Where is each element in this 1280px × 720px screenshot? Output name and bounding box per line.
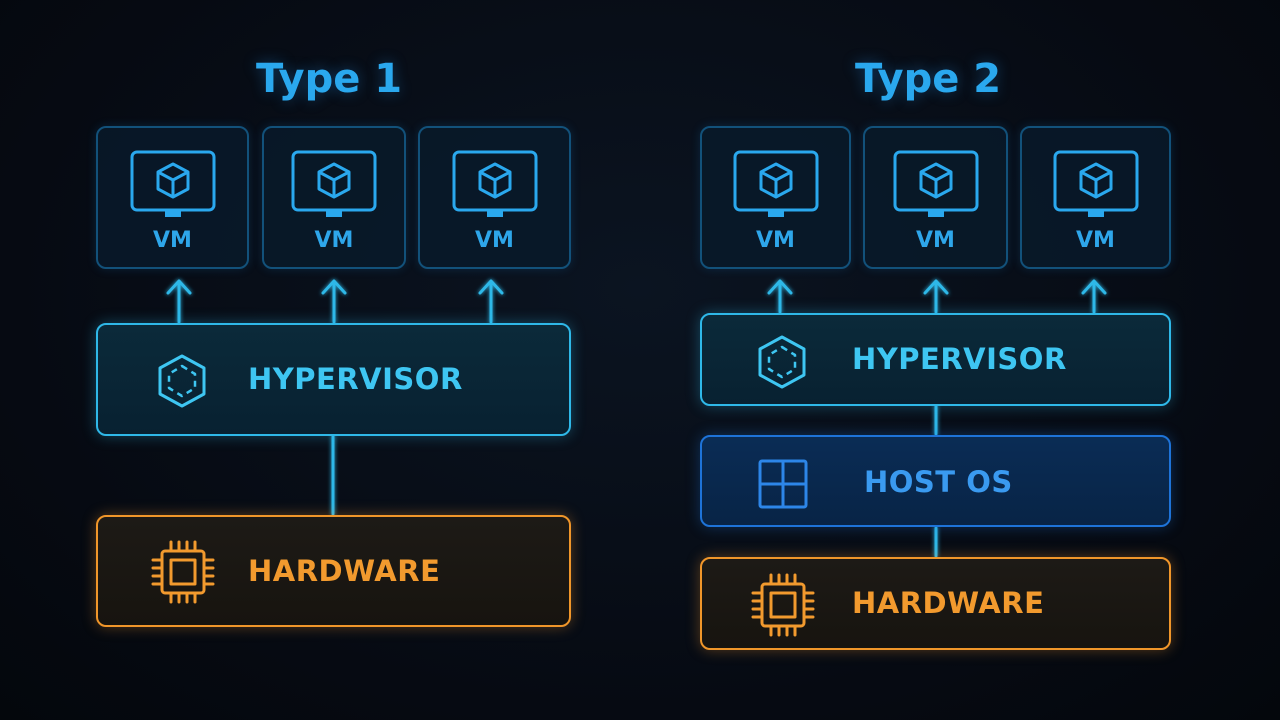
arrow-type1-vm1	[166, 279, 192, 324]
arrow-type2-vm1	[767, 279, 793, 314]
type1-vm-1: VM	[96, 126, 249, 269]
vm-label: VM	[153, 228, 192, 253]
monitor-cube-icon	[291, 150, 377, 224]
type1-title: Type 1	[256, 56, 403, 102]
hexagon-icon	[156, 353, 208, 413]
vm-label: VM	[756, 228, 795, 253]
type1-vm-3: VM	[418, 126, 571, 269]
monitor-cube-icon	[733, 150, 819, 224]
type2-vm-2: VM	[863, 126, 1008, 269]
vm-label: VM	[314, 228, 354, 253]
monitor-cube-icon	[130, 150, 216, 224]
cpu-chip-icon	[150, 539, 216, 609]
monitor-cube-icon	[452, 150, 538, 224]
type2-host-os-layer: HOST OS	[700, 435, 1171, 527]
type1-vm-2: VM	[262, 126, 406, 269]
cpu-chip-icon	[750, 572, 816, 642]
type2-hardware-layer: HARDWARE	[700, 557, 1171, 650]
hypervisor-label: HYPERVISOR	[852, 342, 1067, 376]
hardware-label: HARDWARE	[852, 586, 1045, 620]
type2-vm-1: VM	[700, 126, 851, 269]
type1-hardware-layer: HARDWARE	[96, 515, 571, 627]
monitor-cube-icon	[1053, 150, 1139, 224]
arrow-type1-vm2	[321, 279, 347, 324]
windows-grid-icon	[757, 458, 809, 514]
type2-title: Type 2	[855, 56, 1002, 102]
hardware-label: HARDWARE	[248, 554, 441, 588]
hexagon-icon	[756, 334, 808, 394]
monitor-cube-icon	[893, 150, 979, 224]
vm-label: VM	[475, 228, 514, 253]
type1-hypervisor-layer: HYPERVISOR	[96, 323, 571, 436]
type2-vm-3: VM	[1020, 126, 1171, 269]
arrow-type2-vm2	[923, 279, 949, 314]
vm-label: VM	[1076, 228, 1115, 253]
host-os-label: HOST OS	[864, 465, 1013, 499]
type2-hypervisor-layer: HYPERVISOR	[700, 313, 1171, 406]
arrow-type2-vm3	[1081, 279, 1107, 314]
hypervisor-label: HYPERVISOR	[248, 362, 463, 396]
vm-label: VM	[916, 228, 955, 253]
arrow-type1-vm3	[478, 279, 504, 324]
